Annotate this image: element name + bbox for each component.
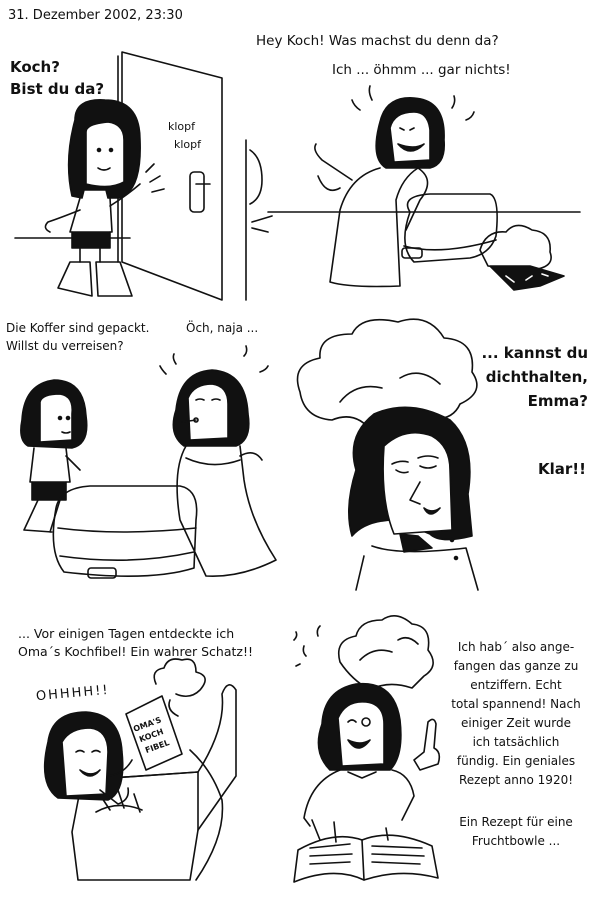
panel1-sound-2: klopf xyxy=(174,138,202,151)
panel6-caption-7: fündig. Ein geniales xyxy=(456,754,576,768)
panel4-question-line-1: ... kannst du xyxy=(481,344,588,362)
panel4-question-line-2: dichthalten, xyxy=(485,368,588,386)
panel1-speech-line-1: Koch? xyxy=(10,58,60,76)
date-time-caption: 31. Dezember 2002, 23:30 xyxy=(8,8,183,23)
panel6-caption-2: fangen das ganze zu xyxy=(453,659,579,673)
panel1-speech-line-2: Bist du da? xyxy=(10,80,105,98)
panel6-caption-10: Ein Rezept für eine xyxy=(459,815,573,829)
panel6-caption-6: ich tatsächlich xyxy=(472,735,560,749)
panel4-answer: Klar!! xyxy=(538,460,586,478)
panel1-drawing xyxy=(14,51,223,301)
panel6-caption-3: entziffern. Echt xyxy=(470,678,562,692)
panel2-drawing xyxy=(245,85,581,301)
panel4-question-line-3: Emma? xyxy=(527,392,588,410)
panel3-speech-right: Öch, naja ... xyxy=(186,321,259,335)
panel3-speech-left-2: Willst du verreisen? xyxy=(6,339,124,353)
panel3-drawing xyxy=(20,345,277,579)
panel6-caption-1: Ich hab´ also ange- xyxy=(457,640,575,654)
panel6-caption-4: total spannend! Nach xyxy=(451,697,581,711)
panel6-caption-8: Rezept anno 1920! xyxy=(458,773,574,787)
panel6-caption-5: einiger Zeit wurde xyxy=(460,716,571,730)
panel2-speech-top: Hey Koch! Was machst du denn da? xyxy=(256,33,499,49)
panel2-speech-reply: Ich ... öhmm ... gar nichts! xyxy=(332,62,511,78)
panel5-drawing xyxy=(43,658,237,881)
panel6-caption-11: Fruchtbowle ... xyxy=(471,834,561,848)
panel3-speech-left-1: Die Koffer sind gepackt. xyxy=(6,321,150,335)
panel6-drawing xyxy=(293,615,441,883)
panel4-drawing xyxy=(296,318,479,591)
panel5-caption-1: ... Vor einigen Tagen entdeckte ich xyxy=(18,626,235,641)
panel1-sound-1: klopf xyxy=(168,120,196,133)
panel5-caption-2: Oma´s Kochfibel! Ein wahrer Schatz!! xyxy=(18,644,253,659)
